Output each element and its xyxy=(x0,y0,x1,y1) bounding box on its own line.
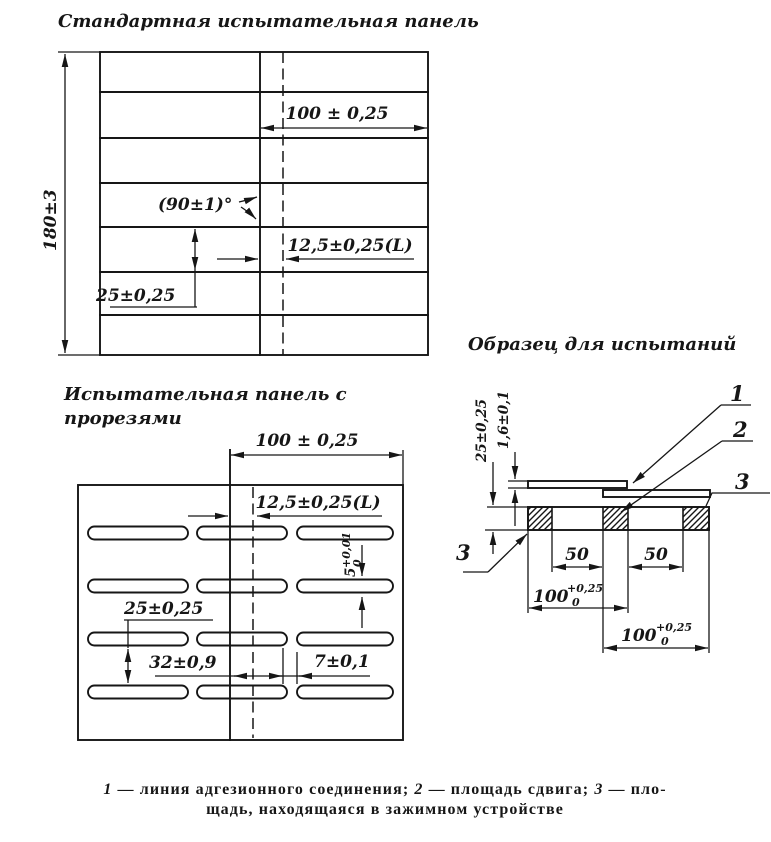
panel-length1-main: 100 xyxy=(533,587,569,607)
caption: 1 — линия адгезионного соединения; 2 — п… xyxy=(103,781,666,818)
panel-length1-sup: +0,25 xyxy=(567,582,603,595)
callout-3-left-leader xyxy=(487,533,528,573)
slot xyxy=(196,684,288,700)
callout-3-right-leader xyxy=(705,492,770,507)
slot xyxy=(296,578,394,594)
angle-arrow-lower xyxy=(240,206,257,220)
row-gap-leader xyxy=(124,619,213,648)
slot xyxy=(196,525,288,541)
slotted-width-label: 100 ± 0,25 xyxy=(256,431,359,451)
slot-width-main: 5 xyxy=(343,568,359,577)
angle-dimension-label: (90±1)° xyxy=(158,195,232,215)
clamped-area-right xyxy=(682,506,710,531)
panel-length2-sub: 0 xyxy=(661,635,669,648)
slot xyxy=(87,631,189,647)
width-dimension-label: 100 ± 0,25 xyxy=(286,104,389,124)
pitch-extension-ticks xyxy=(282,648,298,684)
figure-standard-panel: Стандартная испытательная панель 180±3 1… xyxy=(41,11,479,356)
panel-outline xyxy=(99,51,429,356)
slot xyxy=(87,578,189,594)
strip-lines xyxy=(99,91,429,316)
slot xyxy=(196,578,288,594)
row-gap-label: 25±0,25 xyxy=(123,599,203,619)
caption-text-1: — линия адгезионного соединения; xyxy=(112,781,414,798)
panel-length1-sub: 0 xyxy=(572,596,580,609)
height-dimension-label: 180±3 xyxy=(41,189,61,251)
figure-slotted-panel: Испытательная панель с прорезями 100 ± 0… xyxy=(63,384,404,741)
callout-1-leader xyxy=(632,404,722,484)
clamped-area-center xyxy=(602,506,629,531)
panel-length2-sup: +0,25 xyxy=(656,621,692,634)
specimen-panel-2 xyxy=(602,489,711,498)
slot xyxy=(87,525,189,541)
specimen-width-label: 25±0,25 xyxy=(474,399,490,463)
slot xyxy=(196,631,288,647)
slotted-panel-outline xyxy=(77,484,404,741)
height-extension-lines xyxy=(58,51,100,356)
slot-end-gap-label: 7±0,1 xyxy=(314,652,370,672)
lap-right-label: 50 xyxy=(644,545,668,565)
specimen-title: Образец для испытаний xyxy=(468,334,736,355)
standard-panel-title: Стандартная испытательная панель xyxy=(58,11,479,32)
slotted-panel-title-line1: Испытательная панель с xyxy=(63,384,347,405)
thickness-label: 1,6±0,1 xyxy=(496,391,512,449)
callout-3-left: 3 xyxy=(456,540,471,565)
panel-length2-main: 100 xyxy=(621,626,657,646)
caption-num-3: 3 xyxy=(593,781,603,798)
slot xyxy=(296,525,394,541)
caption-text-3: — пло- xyxy=(603,781,666,798)
callout-2: 2 xyxy=(732,417,748,442)
caption-text-2: — площадь сдвига; xyxy=(424,781,595,798)
row-pitch-leader xyxy=(110,270,197,308)
figure-specimen: Образец для испытаний 1,6±0,1 25±0,25 50… xyxy=(456,334,770,653)
slot-width-sup: +0,01 xyxy=(340,532,353,568)
specimen-panel-1 xyxy=(527,480,628,489)
row-pitch-label: 25±0,25 xyxy=(95,286,175,306)
slot xyxy=(296,684,394,700)
slotted-strip-width-label: 12,5±0,25(L) xyxy=(255,493,380,513)
caption-line1: 1 — линия адгезионного соединения; 2 — п… xyxy=(103,781,666,798)
slot-width-sub: 0 xyxy=(351,559,364,567)
band-extension-left xyxy=(485,506,528,531)
slots xyxy=(87,525,394,700)
angle-arrow-upper xyxy=(238,196,258,205)
slot-pitch-label: 32±0,9 xyxy=(149,653,217,673)
callout-1: 1 xyxy=(730,381,745,406)
slot xyxy=(87,684,189,700)
caption-num-2: 2 xyxy=(413,781,423,798)
callout-3-right: 3 xyxy=(735,469,750,494)
thickness-extension-ticks xyxy=(508,480,528,489)
strip-width-label: 12,5±0,25(L) xyxy=(287,236,412,256)
lap-left-label: 50 xyxy=(565,545,589,565)
callout-2-leader xyxy=(620,440,723,513)
slot-width-label: 5 +0,01 0 xyxy=(340,532,364,577)
slot xyxy=(296,631,394,647)
clamped-area-left xyxy=(527,506,553,531)
caption-line2: щадь, находящаяся в зажимном устройстве xyxy=(206,801,564,818)
slotted-panel-title-line2: прорезями xyxy=(64,408,182,429)
length-extension-lines xyxy=(527,530,710,653)
caption-num-1: 1 xyxy=(103,781,112,798)
